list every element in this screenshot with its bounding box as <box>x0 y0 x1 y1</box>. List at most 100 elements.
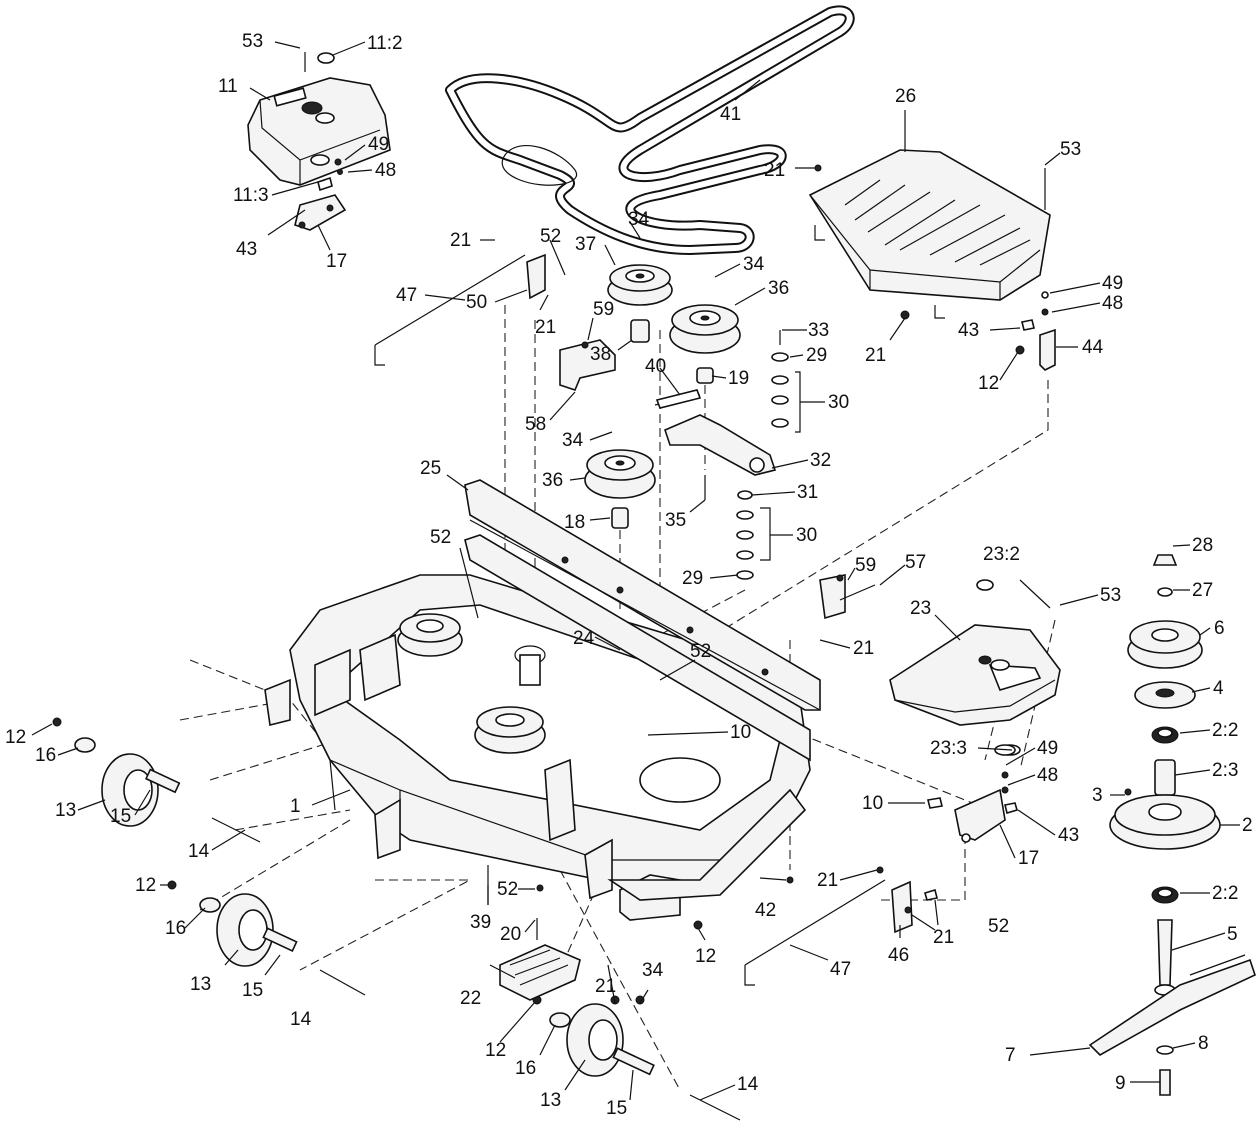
callout: 1 <box>290 796 301 817</box>
callout: 43 <box>958 320 979 341</box>
callout: 36 <box>768 278 789 299</box>
wheel-set-bottom <box>532 995 741 1121</box>
callout-labels: 53 11:2 11 49 48 11:3 43 17 41 26 21 53 … <box>5 31 1253 1119</box>
callout: 9 <box>1115 1073 1126 1094</box>
callout: 34 <box>743 254 765 275</box>
callout: 31 <box>797 482 818 503</box>
callout: 21 <box>817 870 838 891</box>
right-belt-cover-26 <box>808 149 1051 319</box>
callout: 11 <box>218 76 238 97</box>
callout: 3 <box>1092 785 1103 806</box>
blade-spindle-assembly <box>1088 554 1256 1096</box>
callout: 53 <box>242 31 263 52</box>
callout: 50 <box>466 292 487 313</box>
callout: 46 <box>888 945 909 966</box>
drive-belt-41 <box>445 5 855 255</box>
callout: 52 <box>497 879 518 900</box>
callout: 21 <box>595 976 616 997</box>
callout: 29 <box>806 345 827 366</box>
callout: 49 <box>368 134 389 155</box>
callout: 2:2 <box>1212 883 1238 904</box>
callout: 43 <box>1058 825 1079 846</box>
callout-leader-lines <box>31 41 1240 1101</box>
callout: 38 <box>590 344 611 365</box>
callout: 29 <box>682 568 703 589</box>
callout: 39 <box>470 912 491 933</box>
callout: 52 <box>430 527 451 548</box>
callout: 33 <box>808 320 829 341</box>
callout: 44 <box>1082 337 1104 358</box>
callout: 20 <box>500 924 521 945</box>
callout: 49 <box>1037 738 1058 759</box>
callout: 13 <box>190 974 211 995</box>
idler-arm-assembly <box>374 253 789 580</box>
callout: 21 <box>865 345 886 366</box>
callout: 34 <box>562 430 584 451</box>
callout: 11:3 <box>233 185 269 206</box>
deck-step-22 <box>487 865 794 1005</box>
callout: 12 <box>135 875 156 896</box>
callout: 26 <box>895 86 916 107</box>
bracket-17-lower <box>927 771 1018 843</box>
callout: 52 <box>690 641 711 662</box>
callout: 23:2 <box>983 544 1020 565</box>
callout: 53 <box>1100 585 1121 606</box>
callout: 34 <box>628 209 650 230</box>
callout: 30 <box>828 392 849 413</box>
callout: 14 <box>737 1074 759 1095</box>
callout: 14 <box>188 841 210 862</box>
callout: 25 <box>420 458 441 479</box>
callout: 41 <box>720 104 741 125</box>
callout: 15 <box>110 806 131 827</box>
callout: 16 <box>165 918 186 939</box>
callout: 47 <box>830 959 851 980</box>
callout: 40 <box>645 356 666 377</box>
callout: 8 <box>1198 1033 1209 1054</box>
callout: 14 <box>290 1009 312 1030</box>
callout: 21 <box>853 638 874 659</box>
callout: 48 <box>1037 765 1058 786</box>
callout: 2:3 <box>1212 760 1238 781</box>
baffle-24-25 <box>464 479 821 762</box>
callout: 24 <box>573 628 595 649</box>
callout: 16 <box>515 1058 536 1079</box>
callout: 58 <box>525 414 546 435</box>
callout: 42 <box>755 900 776 921</box>
callout: 34 <box>642 960 664 981</box>
callout: 28 <box>1192 535 1213 556</box>
callout: 21 <box>450 230 471 251</box>
callout: 48 <box>375 160 396 181</box>
callout: 12 <box>978 373 999 394</box>
callout: 12 <box>485 1040 506 1061</box>
callout: 10 <box>862 793 883 814</box>
callout: 49 <box>1102 273 1123 294</box>
callout: 21 <box>764 160 785 181</box>
callout: 16 <box>35 745 56 766</box>
callout: 52 <box>988 916 1009 937</box>
callout: 18 <box>564 512 585 533</box>
callout: 30 <box>796 525 817 546</box>
callout: 37 <box>575 234 596 255</box>
right-cover-23 <box>889 579 1061 756</box>
callout: 13 <box>55 800 76 821</box>
callout: 59 <box>593 299 614 320</box>
callout: 27 <box>1192 580 1213 601</box>
callout: 5 <box>1227 924 1238 945</box>
callout: 23:3 <box>930 738 967 759</box>
left-belt-cover-11 <box>247 52 391 231</box>
callout: 23 <box>910 598 931 619</box>
callout: 43 <box>236 239 257 260</box>
callout: 32 <box>810 450 831 471</box>
callout: 11:2 <box>367 33 403 54</box>
callout: 15 <box>242 980 263 1001</box>
callout: 52 <box>540 226 561 247</box>
callout: 48 <box>1102 293 1123 314</box>
callout: 2 <box>1242 815 1253 836</box>
callout: 6 <box>1214 618 1225 639</box>
callout: 2:2 <box>1212 720 1238 741</box>
callout: 12 <box>5 727 26 748</box>
callout: 59 <box>855 555 876 576</box>
callout: 15 <box>606 1098 627 1119</box>
callout: 10 <box>730 722 751 743</box>
